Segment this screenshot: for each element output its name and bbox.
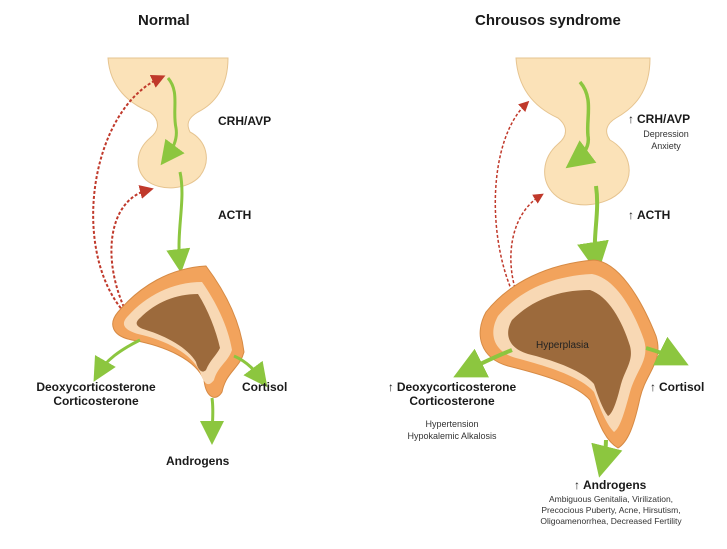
normal-hypothalamus-pituitary (108, 58, 228, 188)
normal-adrenal-gland (113, 266, 244, 397)
crh-note-depression: Depression (636, 128, 696, 140)
chrousos-cortisol-label: ↑Cortisol (650, 380, 704, 394)
chrousos-hypothalamus-pituitary (516, 58, 650, 205)
androgen-note-line-1: Ambiguous Genitalia, Virilization, (500, 494, 722, 505)
chrousos-androgen-notes: Ambiguous Genitalia, Virilization, Preco… (500, 494, 722, 527)
hyperplasia-label: Hyperplasia (536, 340, 589, 351)
increase-arrow-icon: ↑ (628, 112, 634, 126)
chrousos-acth-label: ↑ACTH (628, 208, 670, 222)
chrousos-crh-label: ↑CRH/AVP (628, 112, 690, 126)
increase-arrow-icon: ↑ (650, 380, 656, 394)
chrousos-feedback-arrows (495, 104, 540, 302)
chrousos-corticosterone: Corticosterone (366, 394, 538, 408)
androgen-note-line-2: Precocious Puberty, Acne, Hirsutism, (500, 505, 722, 516)
increase-arrow-icon: ↑ (574, 478, 580, 492)
increase-arrow-icon: ↑ (628, 208, 634, 222)
note-hypertension: Hypertension (378, 418, 526, 430)
increase-arrow-icon: ↑ (388, 380, 394, 394)
chrousos-mineralo-notes: Hypertension Hypokalemic Alkalosis (378, 418, 526, 442)
normal-mineralocorticoid-label: Deoxycorticosterone Corticosterone (8, 380, 184, 408)
chrousos-androgens-label: ↑Androgens (574, 478, 646, 492)
chrousos-title: Chrousos syndrome (475, 12, 621, 29)
androgen-note-line-3: Oligoamenorrhea, Decreased Fertility (500, 516, 722, 527)
normal-deoxycorticosterone: Deoxycorticosterone (8, 380, 184, 394)
chrousos-mineralocorticoid-label: ↑Deoxycorticosterone Corticosterone (366, 380, 538, 408)
chrousos-acth-arrow (595, 186, 597, 262)
normal-androgens-label: Androgens (166, 454, 229, 468)
normal-cortisol-label: Cortisol (242, 380, 287, 394)
normal-corticosterone: Corticosterone (8, 394, 184, 408)
chrousos-crh-notes: Depression Anxiety (636, 128, 696, 152)
note-hypokalemic-alkalosis: Hypokalemic Alkalosis (378, 430, 526, 442)
chrousos-deoxycorticosterone: Deoxycorticosterone (397, 380, 516, 394)
normal-feedback-arrows (93, 78, 160, 316)
normal-acth-label: ACTH (218, 208, 251, 222)
normal-title: Normal (138, 12, 190, 29)
normal-crh-label: CRH/AVP (218, 114, 271, 128)
crh-note-anxiety: Anxiety (636, 140, 696, 152)
